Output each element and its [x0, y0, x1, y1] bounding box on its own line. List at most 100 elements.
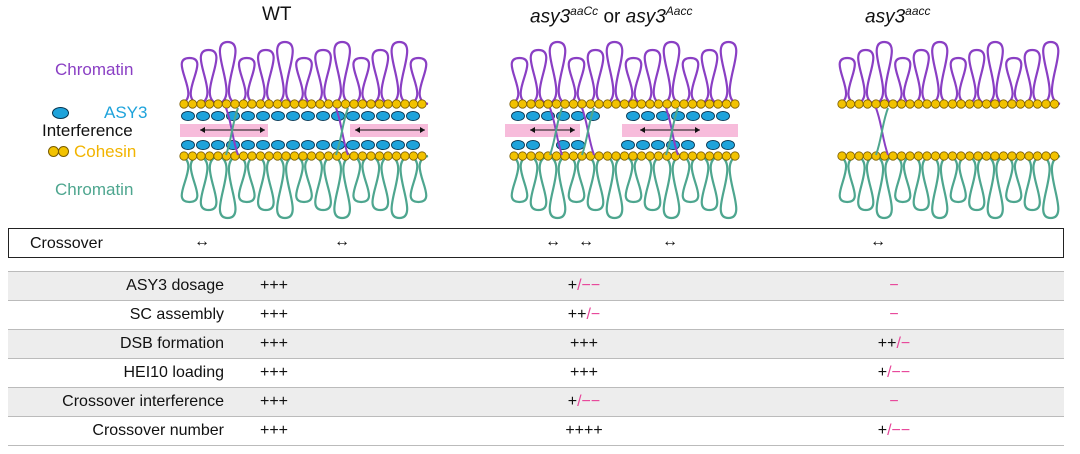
cohesin: [653, 151, 664, 161]
crossover-arrow-icon: ↔: [578, 233, 594, 250]
cohesin: [417, 99, 427, 109]
cohesin: [704, 99, 715, 109]
asy3-label: ASY3: [104, 103, 148, 122]
cohesin: [653, 99, 664, 109]
cohesin: [687, 151, 698, 161]
asy3-protein: [181, 139, 195, 151]
cohesin: [973, 151, 983, 161]
cohesin: [619, 99, 630, 109]
cohesin: [298, 99, 308, 109]
cohesin: [213, 99, 223, 109]
cohesin: [366, 99, 376, 109]
cohesin: [374, 151, 385, 161]
row-name: ASY3 dosage: [8, 271, 224, 301]
asy3-protein: [626, 110, 640, 122]
row-name: SC assembly: [8, 300, 224, 330]
crossover-strand-bottom: [549, 107, 563, 156]
cohesin: [391, 99, 402, 109]
cohesin: [990, 151, 1000, 161]
asy3-protein: [706, 139, 720, 151]
asy3-protein: [286, 110, 300, 122]
cohesin: [611, 151, 621, 161]
row-name: Crossover number: [8, 416, 224, 446]
cohesin: [179, 151, 189, 161]
chromatin-bottom-loops: [837, 154, 1061, 220]
chromatin-bottom-loops: [509, 154, 739, 220]
interference-arrowhead: [355, 127, 360, 133]
mid-value: +++: [524, 358, 644, 388]
mid-value: +++: [524, 329, 644, 359]
cohesin: [509, 151, 519, 161]
chromatin-top-loops: [179, 40, 429, 106]
cohesin: [696, 151, 706, 161]
crossover-strand-bottom: [581, 107, 595, 156]
chromatin-top-label: Chromatin: [55, 60, 134, 79]
cohesin: [230, 99, 240, 109]
asy3-protein: [406, 110, 420, 122]
asy3-protein: [286, 139, 300, 151]
cohesin: [896, 151, 907, 161]
cohesin: [1041, 151, 1051, 161]
asy3-protein: [301, 139, 315, 151]
asy3-protein: [406, 139, 420, 151]
cohesin: [602, 151, 613, 161]
asy3-protein: [621, 139, 635, 151]
cohesin: [289, 99, 300, 109]
cohesin: [947, 99, 958, 109]
cohesin: [871, 99, 881, 109]
chromatin-bottom-loops: [179, 154, 429, 220]
cohesin: [391, 151, 402, 161]
wt-header: WT: [262, 4, 292, 25]
asy3-protein: [511, 139, 525, 151]
cohesin: [238, 99, 249, 109]
cohesin: [534, 151, 545, 161]
cohesin: [896, 99, 907, 109]
cohesin: [238, 151, 249, 161]
cohesin: [854, 151, 864, 161]
cohesin: [998, 99, 1009, 109]
cohesin: [879, 99, 890, 109]
cohesin: [272, 151, 283, 161]
cohesin: [577, 99, 587, 109]
crossover-strand-bottom: [665, 107, 679, 156]
asy3-protein: [211, 110, 225, 122]
crossover-arrow-icon: ↔: [870, 233, 886, 250]
cohesin: [1049, 99, 1060, 109]
cohesin: [628, 99, 638, 109]
interference-arrowhead: [530, 127, 535, 133]
asy3-protein: [636, 139, 650, 151]
cohesin: [298, 151, 308, 161]
mid-value: ++++: [524, 416, 644, 446]
cohesin: [349, 151, 359, 161]
cohesin: [905, 99, 915, 109]
cohesin: [400, 151, 410, 161]
asy3-protein: [526, 110, 540, 122]
cohesin: [543, 99, 553, 109]
cohesin: [568, 151, 579, 161]
cohesin: [551, 99, 562, 109]
cohesin: [315, 99, 325, 109]
interference-arrowhead: [695, 127, 700, 133]
asy3-protein: [526, 139, 540, 151]
cohesin: [713, 99, 723, 109]
cohesin: [922, 99, 932, 109]
cohesin: [670, 99, 681, 109]
table-row: Crossover number +++ ++++ +/−−: [8, 416, 1064, 446]
mid-value: ++/−: [524, 300, 644, 330]
cohesin: [713, 151, 723, 161]
asy3-protein: [721, 139, 735, 151]
table-row: HEI10 loading +++ +++ +/−−: [8, 358, 1064, 388]
right-value: −: [844, 300, 944, 330]
cohesin: [281, 99, 291, 109]
cohesin: [526, 99, 536, 109]
asy3-protein: [181, 110, 195, 122]
cohesin-label: Cohesin: [74, 142, 137, 161]
crossover-strand-bottom: [225, 107, 239, 156]
cohesin: [366, 151, 376, 161]
cohesin: [187, 151, 198, 161]
cohesin: [930, 99, 941, 109]
wt-value: +++: [224, 387, 324, 417]
cohesin: [315, 151, 325, 161]
asy3-protein: [716, 110, 730, 122]
interference-arrowhead: [420, 127, 425, 133]
